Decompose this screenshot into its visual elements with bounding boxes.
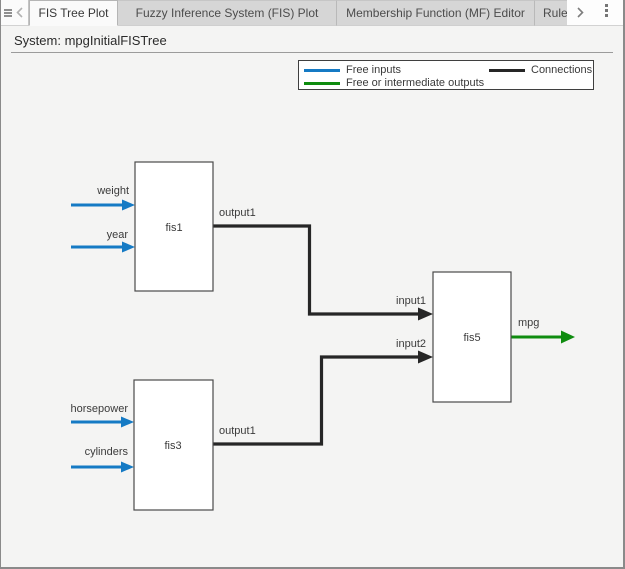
input-label-input1: input1	[396, 295, 426, 307]
panel-menu-icon[interactable]	[4, 4, 12, 22]
tab-overflow-menu-button[interactable]	[597, 3, 608, 22]
legend-entry-connections: Connections	[489, 64, 592, 76]
node-label-fis3: fis3	[164, 440, 181, 452]
header-divider	[11, 52, 613, 53]
node-fis3[interactable]	[133, 379, 214, 511]
node-label-fis1: fis1	[165, 222, 182, 234]
vertical-dots-icon	[605, 3, 608, 7]
output-label-mpg: mpg	[518, 317, 539, 329]
tab-scroll-left-button[interactable]	[12, 3, 26, 23]
input-label-cylinders: cylinders	[85, 446, 129, 458]
free-input-line-icon	[304, 68, 340, 72]
tab-fis-plot[interactable]: Fuzzy Inference System (FIS) Plot	[118, 0, 337, 26]
node-label-fis5: fis5	[463, 332, 480, 344]
free-input-arrow-cylinders	[71, 461, 134, 473]
connection-fis3-to-fis5	[213, 350, 433, 446]
system-label: System: mpgInitialFISTree	[14, 33, 167, 48]
legend-label: Free or intermediate outputs	[346, 77, 485, 89]
tab-label: FIS Tree Plot	[38, 6, 109, 20]
node-fis1[interactable]	[134, 161, 214, 292]
tab-label: Membership Function (MF) Editor	[346, 6, 525, 20]
output-label-fis1: output1	[219, 207, 256, 219]
tab-bar-overflow-area	[567, 0, 623, 26]
legend-entry-free-outputs: Free or intermediate outputs	[304, 77, 484, 89]
free-output-arrow-mpg	[511, 330, 575, 344]
chevron-left-icon	[15, 7, 23, 18]
tab-mf-editor[interactable]: Membership Function (MF) Editor	[337, 0, 535, 26]
node-fis5[interactable]	[432, 271, 512, 403]
document-tab-bar: FIS Tree Plot Fuzzy Inference System (FI…	[1, 0, 623, 26]
tab-fis-tree-plot[interactable]: FIS Tree Plot	[29, 0, 118, 26]
chevron-right-icon	[576, 7, 584, 18]
legend-label: Connections	[531, 64, 593, 76]
tab-bar-tools	[1, 0, 29, 26]
tab-label: Rule	[543, 6, 567, 20]
legend: Free inputs Free or intermediate outputs…	[298, 60, 594, 90]
free-output-line-icon	[304, 81, 340, 85]
free-input-arrow-year	[71, 241, 135, 253]
connection-line-icon	[489, 68, 525, 72]
input-label-input2: input2	[396, 338, 426, 350]
tab-rule-editor[interactable]: Rule	[535, 0, 567, 26]
legend-label: Free inputs	[346, 64, 402, 76]
input-label-year: year	[107, 229, 129, 241]
input-label-weight: weight	[96, 185, 129, 197]
tab-label: Fuzzy Inference System (FIS) Plot	[135, 6, 319, 20]
input-label-horsepower: horsepower	[71, 403, 129, 415]
system-header: System: mpgInitialFISTree	[14, 33, 167, 48]
tab-scroll-right-button[interactable]	[572, 3, 588, 23]
output-label-fis3: output1	[219, 425, 256, 437]
free-input-arrow-weight	[71, 199, 135, 211]
legend-entry-free-inputs: Free inputs	[304, 64, 401, 76]
free-input-arrow-horsepower	[71, 416, 134, 428]
connection-fis1-to-fis5	[213, 224, 433, 321]
